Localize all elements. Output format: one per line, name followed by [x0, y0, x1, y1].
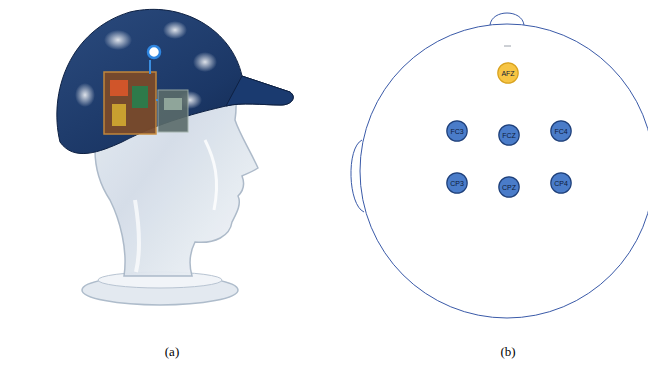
electrode-circle — [551, 173, 571, 193]
panel-label: (a) — [165, 344, 179, 360]
electrode: CP3 — [446, 172, 468, 194]
eeg-cap — [57, 9, 293, 153]
electrode-circle — [498, 63, 518, 83]
electrode-label: CPZ — [502, 184, 516, 191]
electrode-circle — [447, 121, 467, 141]
electrode-circle — [447, 173, 467, 193]
electrode-label: FC3 — [450, 128, 463, 135]
electrode-label: CP3 — [450, 180, 464, 187]
electrode: AFZ — [497, 62, 519, 84]
electrode-circle — [499, 177, 519, 197]
electrode-circle — [551, 121, 571, 141]
head-outline — [351, 13, 648, 318]
panel-label: (b) — [500, 344, 515, 360]
electrode: FC4 — [550, 120, 572, 142]
electrode-label: CP4 — [554, 180, 568, 187]
electrode-label: AFZ — [501, 70, 514, 77]
electrode: FCZ — [498, 124, 520, 146]
electrode: FC3 — [446, 120, 468, 142]
electrode: CP4 — [550, 172, 572, 194]
electrode-label: FCZ — [502, 132, 516, 139]
electrode-circle — [499, 125, 519, 145]
electrode: CPZ — [498, 176, 520, 198]
electrode-label: FC4 — [554, 128, 567, 135]
